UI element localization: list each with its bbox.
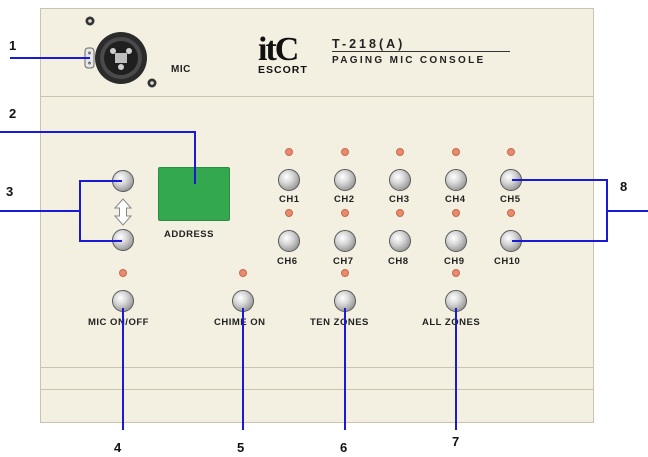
ch8-indicator <box>396 209 404 217</box>
xlr-connector-icon <box>84 16 157 88</box>
ch2-button[interactable] <box>334 169 356 191</box>
ten-zones-label: TEN ZONES <box>310 317 369 328</box>
ch10-indicator <box>507 209 515 217</box>
ten-zones-indicator <box>341 269 349 277</box>
callout-2: 2 <box>9 106 17 121</box>
ch7-label: CH7 <box>333 256 354 267</box>
ch9-button[interactable] <box>445 230 467 252</box>
model-number: T-218(A) <box>332 37 406 51</box>
panel-divider-top <box>40 96 594 97</box>
all-zones-label: ALL ZONES <box>422 317 481 328</box>
ch6-button[interactable] <box>278 230 300 252</box>
callout-8: 8 <box>620 179 628 194</box>
callout-1: 1 <box>9 38 17 53</box>
callout-5: 5 <box>237 440 245 455</box>
ch10-label: CH10 <box>494 256 521 267</box>
ch6-label: CH6 <box>277 256 298 267</box>
callout-6: 6 <box>340 440 348 455</box>
all-zones-indicator <box>452 269 460 277</box>
itc-logo: itC <box>258 31 299 68</box>
mic-label: MIC <box>171 64 191 75</box>
ch1-indicator <box>285 148 293 156</box>
mic-on-off-label: MIC ON/OFF <box>88 317 149 328</box>
chime-on-indicator <box>239 269 247 277</box>
ch9-label: CH9 <box>444 256 465 267</box>
ch5-indicator <box>507 148 515 156</box>
callout-4: 4 <box>114 440 122 455</box>
up-down-arrow-icon <box>113 198 133 226</box>
ch7-indicator <box>341 209 349 217</box>
ch1-button[interactable] <box>278 169 300 191</box>
ch5-label: CH5 <box>500 194 521 205</box>
callout-3: 3 <box>6 184 14 199</box>
ch6-indicator <box>285 209 293 217</box>
ch1-label: CH1 <box>279 194 300 205</box>
ch3-indicator <box>396 148 404 156</box>
chime-on-label: CHIME ON <box>214 317 266 328</box>
address-label: ADDRESS <box>164 229 214 240</box>
escort-logo-text: ESCORT <box>258 64 308 76</box>
title-rule <box>332 51 510 52</box>
ch4-indicator <box>452 148 460 156</box>
mic-on-indicator <box>119 269 127 277</box>
panel-divider-bottom-1 <box>40 367 594 368</box>
ch2-label: CH2 <box>334 194 355 205</box>
ch3-button[interactable] <box>389 169 411 191</box>
ch8-label: CH8 <box>388 256 409 267</box>
ch9-indicator <box>452 209 460 217</box>
ch8-button[interactable] <box>389 230 411 252</box>
callout-7: 7 <box>452 434 460 449</box>
console-subtitle: PAGING MIC CONSOLE <box>332 55 486 66</box>
ch4-button[interactable] <box>445 169 467 191</box>
ch3-label: CH3 <box>389 194 410 205</box>
ch7-button[interactable] <box>334 230 356 252</box>
ch4-label: CH4 <box>445 194 466 205</box>
ch2-indicator <box>341 148 349 156</box>
panel-divider-bottom-2 <box>40 389 594 390</box>
